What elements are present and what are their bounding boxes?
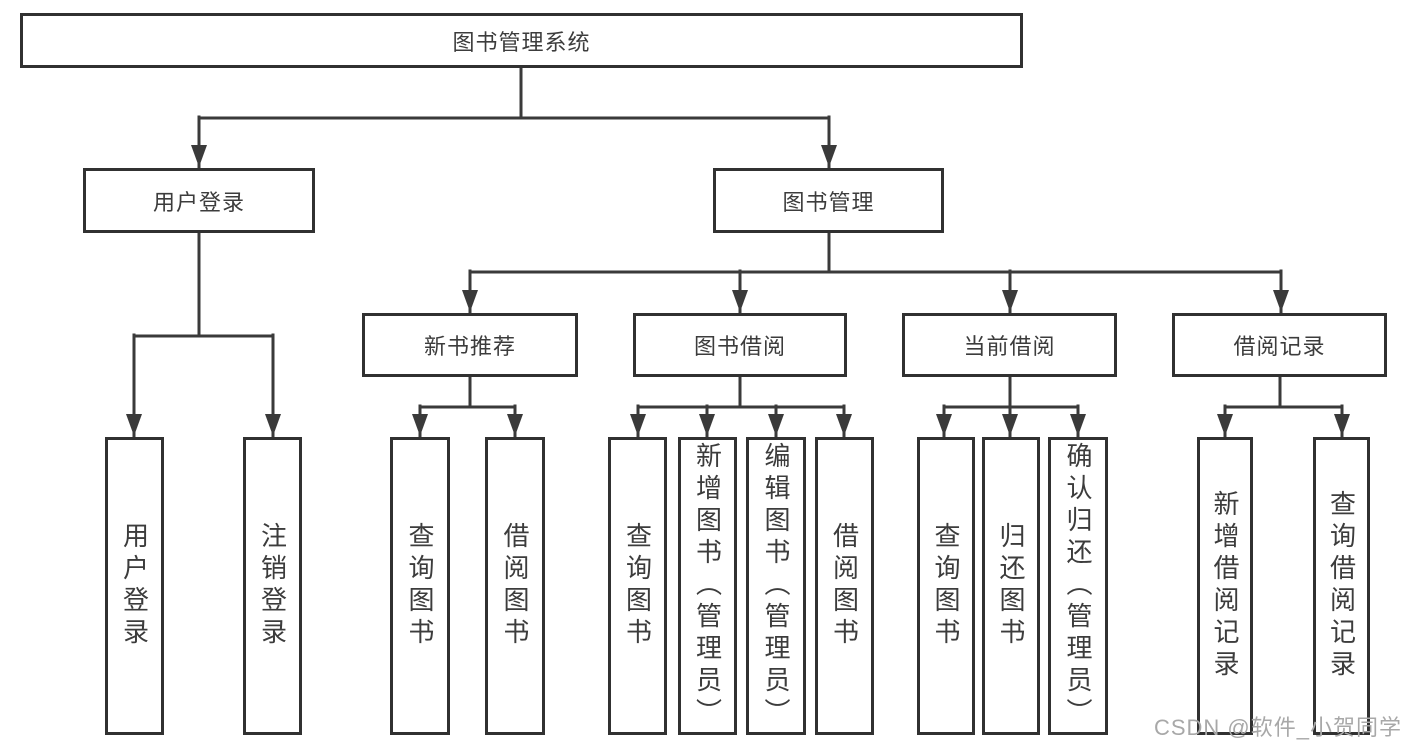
node-book-management-label: 图书管理: [782, 189, 875, 215]
leaf-borrow-book-2-label: 借阅图书: [829, 522, 860, 650]
leaf-edit-book-admin-label: 编辑图书（管理员）: [761, 442, 791, 730]
leaf-logout: 注销登录: [243, 437, 302, 735]
node-current-borrow: 当前借阅: [902, 313, 1117, 377]
node-user-login-label: 用户登录: [152, 189, 245, 215]
leaf-confirm-return-admin-label: 确认归还（管理员）: [1063, 442, 1093, 730]
leaf-logout-label: 注销登录: [257, 522, 288, 650]
node-book-borrow-label: 图书借阅: [693, 334, 786, 359]
leaf-query-book-1: 查询图书: [390, 437, 450, 735]
node-current-borrow-label: 当前借阅: [963, 334, 1056, 359]
leaf-return-book-label: 归还图书: [996, 522, 1026, 650]
node-root: 图书管理系统: [20, 13, 1023, 68]
leaf-query-book-1-label: 查询图书: [405, 522, 435, 650]
leaf-confirm-return-admin: 确认归还（管理员）: [1048, 437, 1108, 735]
node-new-book-recommend: 新书推荐: [362, 313, 578, 377]
node-borrow-records-label: 借阅记录: [1233, 334, 1326, 359]
node-book-management: 图书管理: [713, 168, 944, 233]
leaf-borrow-book-1: 借阅图书: [485, 437, 545, 735]
leaf-query-book-3-label: 查询图书: [931, 522, 961, 650]
leaf-query-book-2-label: 查询图书: [622, 522, 653, 650]
leaf-add-borrow-record-label: 新增借阅记录: [1210, 490, 1240, 682]
leaf-user-login-label: 用户登录: [119, 522, 150, 650]
leaf-add-book-admin-label: 新增图书（管理员）: [692, 442, 723, 730]
leaf-return-book: 归还图书: [982, 437, 1040, 735]
leaf-edit-book-admin: 编辑图书（管理员）: [746, 437, 806, 735]
leaf-query-book-3: 查询图书: [917, 437, 975, 735]
leaf-borrow-book-1-label: 借阅图书: [500, 522, 530, 650]
leaf-add-borrow-record: 新增借阅记录: [1197, 437, 1253, 735]
leaf-query-borrow-record: 查询借阅记录: [1313, 437, 1370, 735]
node-root-label: 图书管理系统: [452, 29, 591, 55]
leaf-user-login: 用户登录: [105, 437, 164, 735]
leaf-query-borrow-record-label: 查询借阅记录: [1326, 490, 1357, 682]
node-user-login: 用户登录: [83, 168, 315, 233]
node-book-borrow: 图书借阅: [633, 313, 847, 377]
leaf-query-book-2: 查询图书: [608, 437, 667, 735]
csdn-watermark: CSDN @软件_小贺同学: [1153, 715, 1402, 740]
leaf-borrow-book-2: 借阅图书: [815, 437, 874, 735]
leaf-add-book-admin: 新增图书（管理员）: [678, 437, 737, 735]
node-new-book-recommend-label: 新书推荐: [423, 334, 516, 359]
node-borrow-records: 借阅记录: [1172, 313, 1387, 377]
